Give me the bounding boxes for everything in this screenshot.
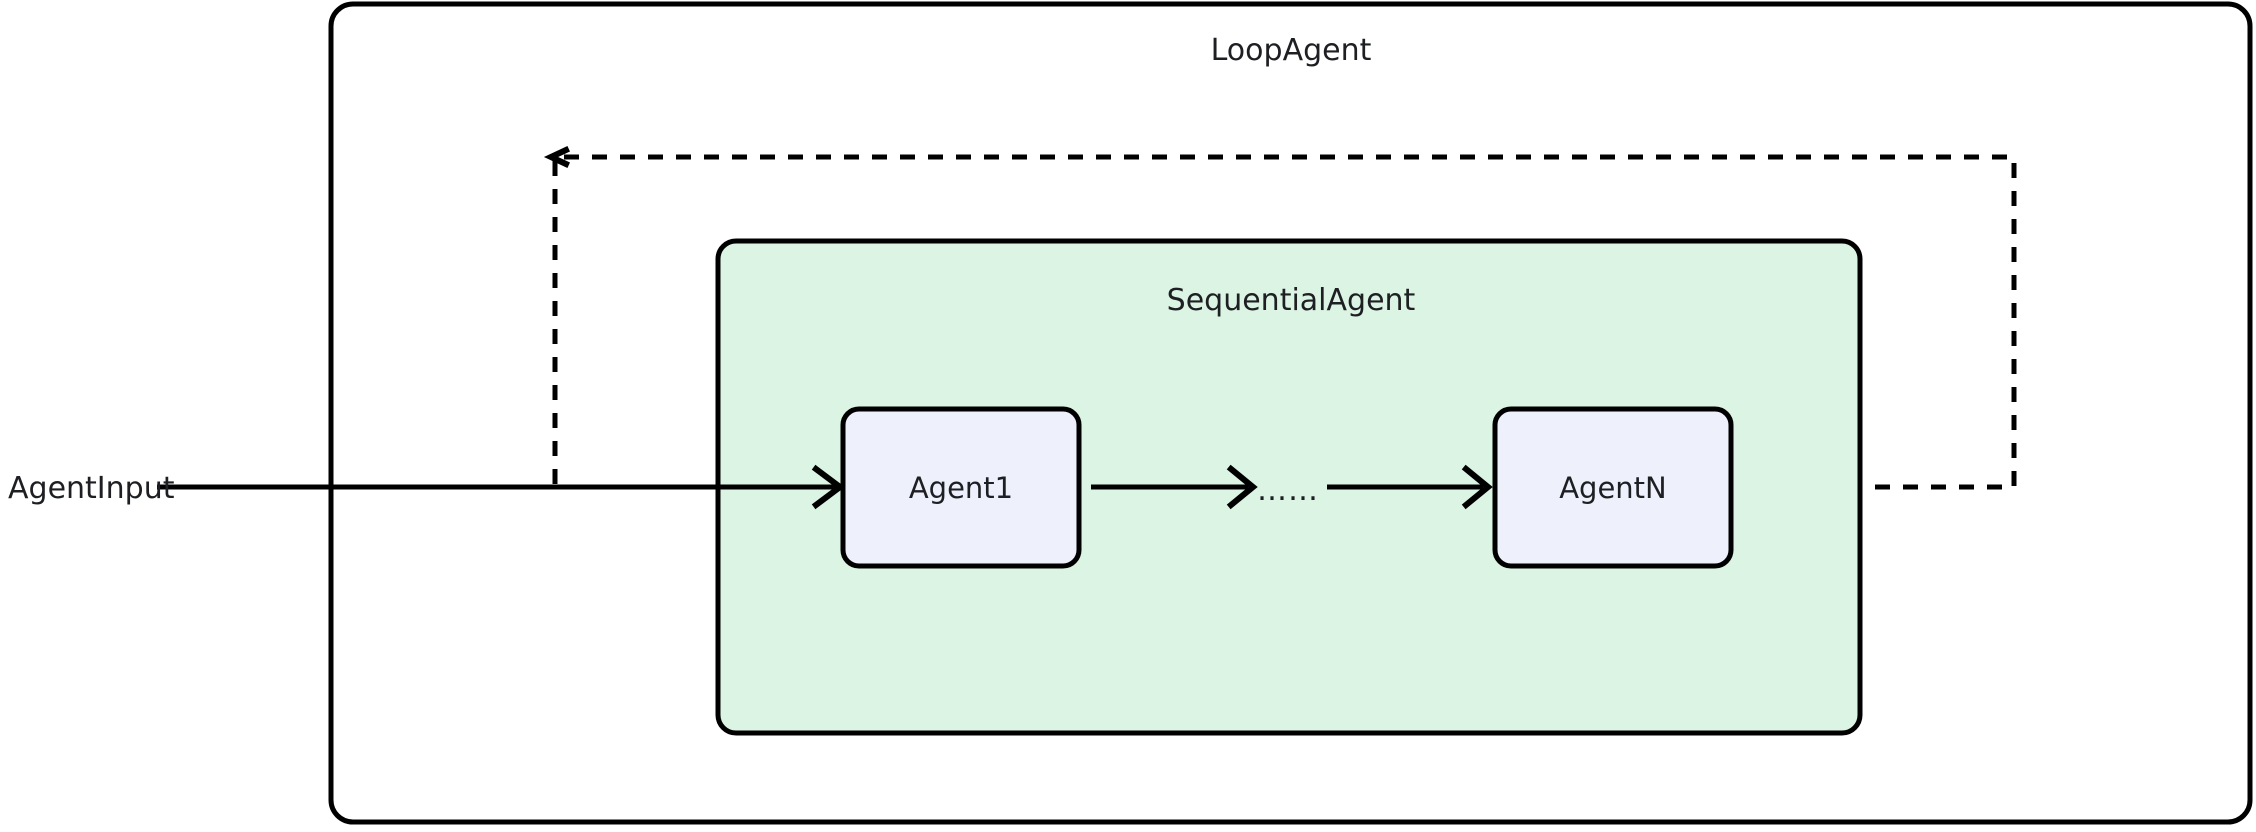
loop-back-arrowhead — [543, 146, 570, 168]
ellipsis-label: …… — [1257, 473, 1319, 508]
agentn-label: AgentN — [1559, 471, 1667, 505]
agent-input-arrowhead — [811, 464, 845, 510]
ellipsis-to-agentn-arrowhead — [1461, 464, 1493, 510]
agent1-to-ellipsis-arrowhead — [1226, 464, 1258, 510]
agent1-label: Agent1 — [909, 471, 1013, 505]
agent-input-label: AgentInput — [8, 471, 175, 506]
sequential-agent-title: SequentialAgent — [1167, 283, 1416, 318]
loop-agent-title: LoopAgent — [1211, 33, 1372, 68]
node-agent1[interactable] — [840, 406, 1082, 569]
node-agentn[interactable] — [1492, 406, 1734, 569]
